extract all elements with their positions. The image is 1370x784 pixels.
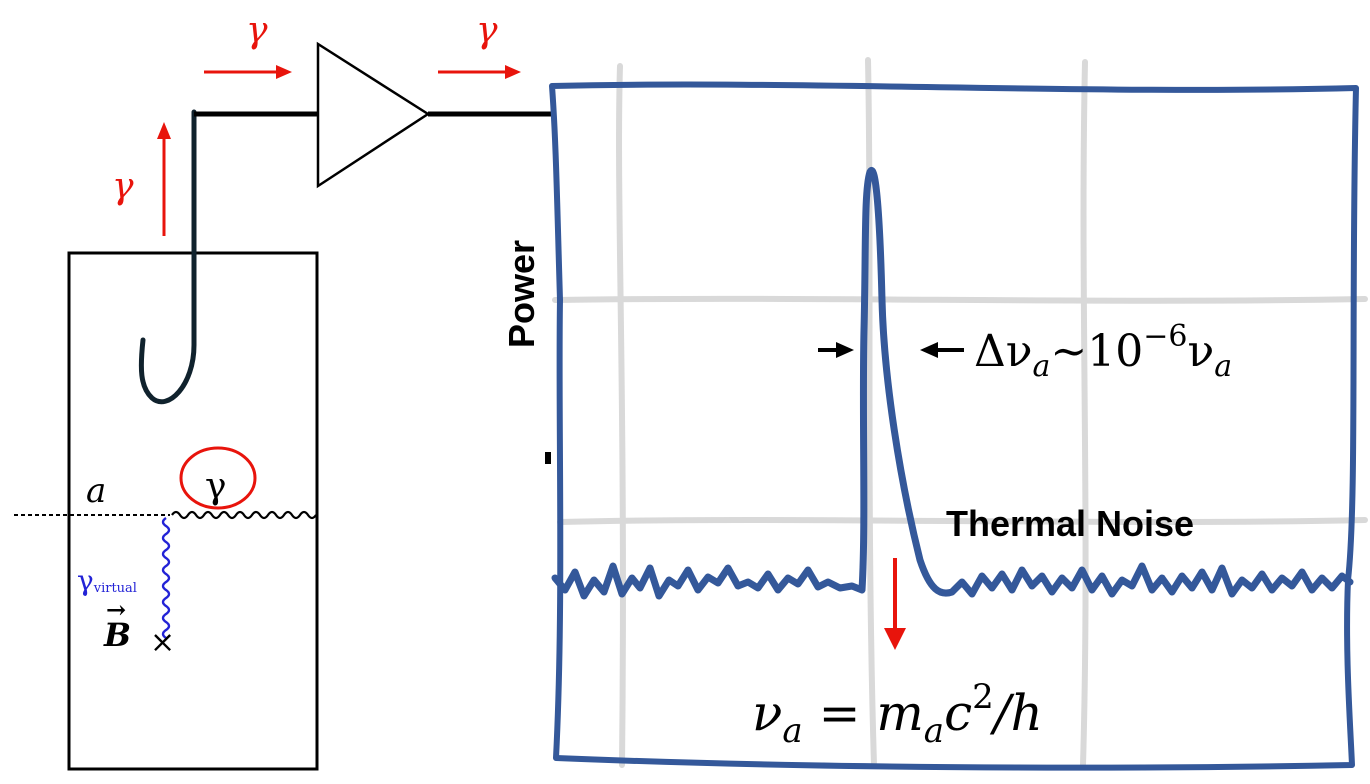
field-vertex-mark: × — [150, 625, 175, 660]
field-label: B — [103, 616, 131, 654]
gamma-label-top-right: γ — [476, 10, 498, 51]
thermal-noise-label: Thermal Noise — [946, 503, 1194, 544]
amplifier-triangle-icon — [316, 41, 431, 189]
freq-sub-a2: a — [924, 711, 944, 751]
linewidth-sub-a2: a — [1214, 349, 1232, 384]
linewidth-arrow-right — [920, 342, 964, 358]
spectrum-grid — [552, 57, 1368, 768]
virtual-photon-subscript: virtual — [93, 581, 137, 596]
field-arrow: → — [106, 595, 126, 624]
freq-sub-a: a — [782, 711, 802, 751]
axis-label-power: Power — [501, 240, 542, 348]
linewidth-label: Δνa∼10−6νa — [974, 319, 1232, 384]
freq-exp-2: 2 — [972, 677, 994, 717]
linewidth-nu: ν — [1188, 326, 1215, 377]
gamma-label-top-left: γ — [246, 10, 268, 51]
photon-arrow-top-left — [204, 65, 292, 79]
linewidth-sub-a: a — [1033, 349, 1051, 384]
pickup-hook-icon — [138, 109, 197, 405]
virtual-photon-line — [161, 517, 171, 639]
linewidth-tilde: ∼ — [1050, 326, 1087, 377]
virtual-photon-symbol: γ — [77, 564, 94, 597]
photon-arrow-top-right — [438, 65, 521, 79]
freq-over-h: /h — [990, 684, 1043, 742]
freq-c: c — [944, 684, 972, 742]
virtual-photon-label: γvirtual — [77, 564, 137, 597]
frequency-equation: νa = mac2/h — [752, 677, 1043, 751]
photon-line — [171, 510, 317, 520]
linewidth-ten: 10 — [1087, 326, 1143, 377]
linewidth-delta-nu: Δν — [974, 326, 1033, 377]
frequency-marker-arrow — [884, 558, 906, 650]
linewidth-arrow-left — [818, 342, 854, 358]
freq-equals-m: = m — [803, 684, 924, 742]
axis-tick — [545, 452, 551, 464]
spectrum-trace — [551, 166, 1354, 600]
feynman-diagram: a γ γvirtual → B × — [14, 446, 317, 660]
photon-circle — [179, 446, 257, 510]
gamma-label-side: γ — [112, 166, 134, 207]
spectrum-frame — [549, 81, 1359, 771]
axion-label: a — [86, 471, 106, 511]
linewidth-exponent: −6 — [1143, 319, 1187, 354]
photon-label: γ — [205, 466, 227, 507]
freq-nu: ν — [752, 684, 782, 742]
photon-arrow-side — [157, 122, 171, 236]
